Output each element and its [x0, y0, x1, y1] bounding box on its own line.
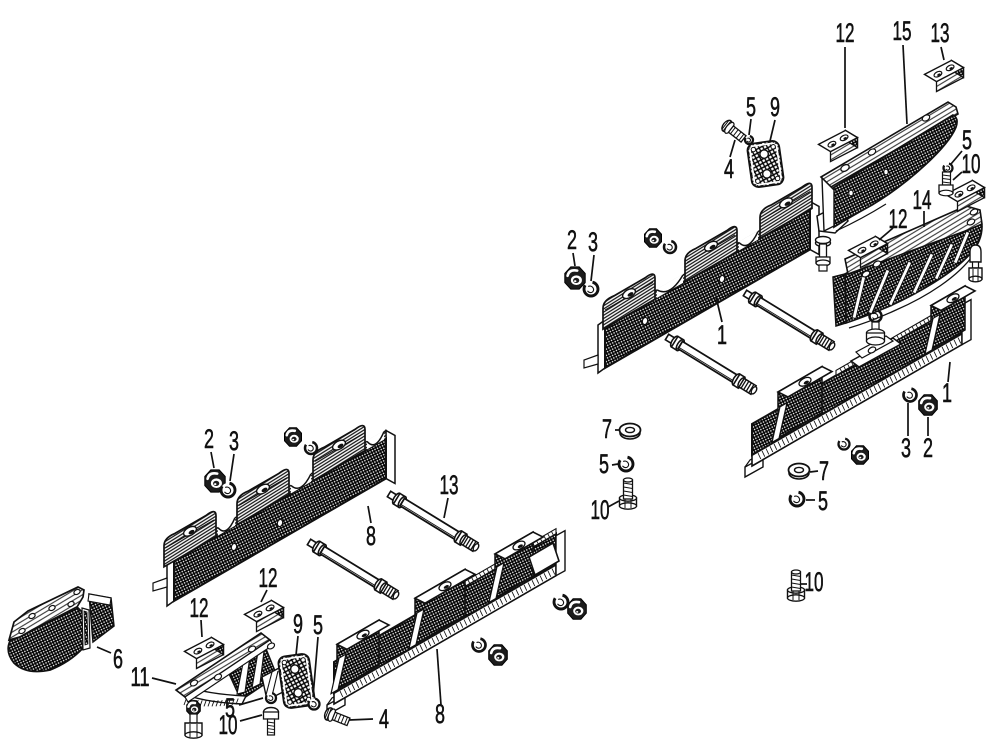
svg-text:8: 8	[366, 521, 376, 551]
svg-text:7: 7	[602, 414, 612, 444]
svg-text:3: 3	[901, 433, 911, 463]
svg-text:12: 12	[190, 593, 209, 623]
svg-text:10: 10	[962, 149, 981, 179]
svg-text:5: 5	[746, 92, 756, 122]
svg-text:5: 5	[599, 449, 609, 479]
svg-text:3: 3	[588, 227, 598, 257]
svg-text:4: 4	[724, 154, 734, 184]
svg-text:1: 1	[717, 320, 727, 350]
svg-text:12: 12	[889, 204, 908, 234]
svg-text:10: 10	[805, 567, 824, 597]
svg-text:4: 4	[379, 704, 389, 734]
svg-text:9: 9	[770, 92, 780, 122]
svg-text:2: 2	[567, 225, 577, 255]
svg-text:13: 13	[440, 470, 459, 500]
svg-text:9: 9	[293, 609, 303, 639]
svg-text:12: 12	[259, 563, 278, 593]
svg-text:7: 7	[819, 456, 829, 486]
svg-text:3: 3	[229, 426, 239, 456]
svg-text:5: 5	[225, 693, 235, 723]
svg-text:5: 5	[313, 610, 323, 640]
svg-text:10: 10	[219, 710, 238, 740]
svg-text:10: 10	[591, 495, 610, 525]
svg-text:12: 12	[836, 18, 855, 48]
svg-text:13: 13	[931, 18, 950, 48]
svg-text:14: 14	[913, 185, 932, 215]
svg-text:11: 11	[131, 662, 150, 692]
svg-text:8: 8	[435, 699, 445, 729]
svg-text:5: 5	[818, 486, 828, 516]
svg-text:15: 15	[893, 16, 912, 46]
svg-text:5: 5	[962, 125, 972, 155]
svg-text:6: 6	[113, 644, 123, 674]
svg-text:2: 2	[923, 433, 933, 463]
svg-text:2: 2	[204, 424, 214, 454]
svg-text:1: 1	[942, 378, 952, 408]
